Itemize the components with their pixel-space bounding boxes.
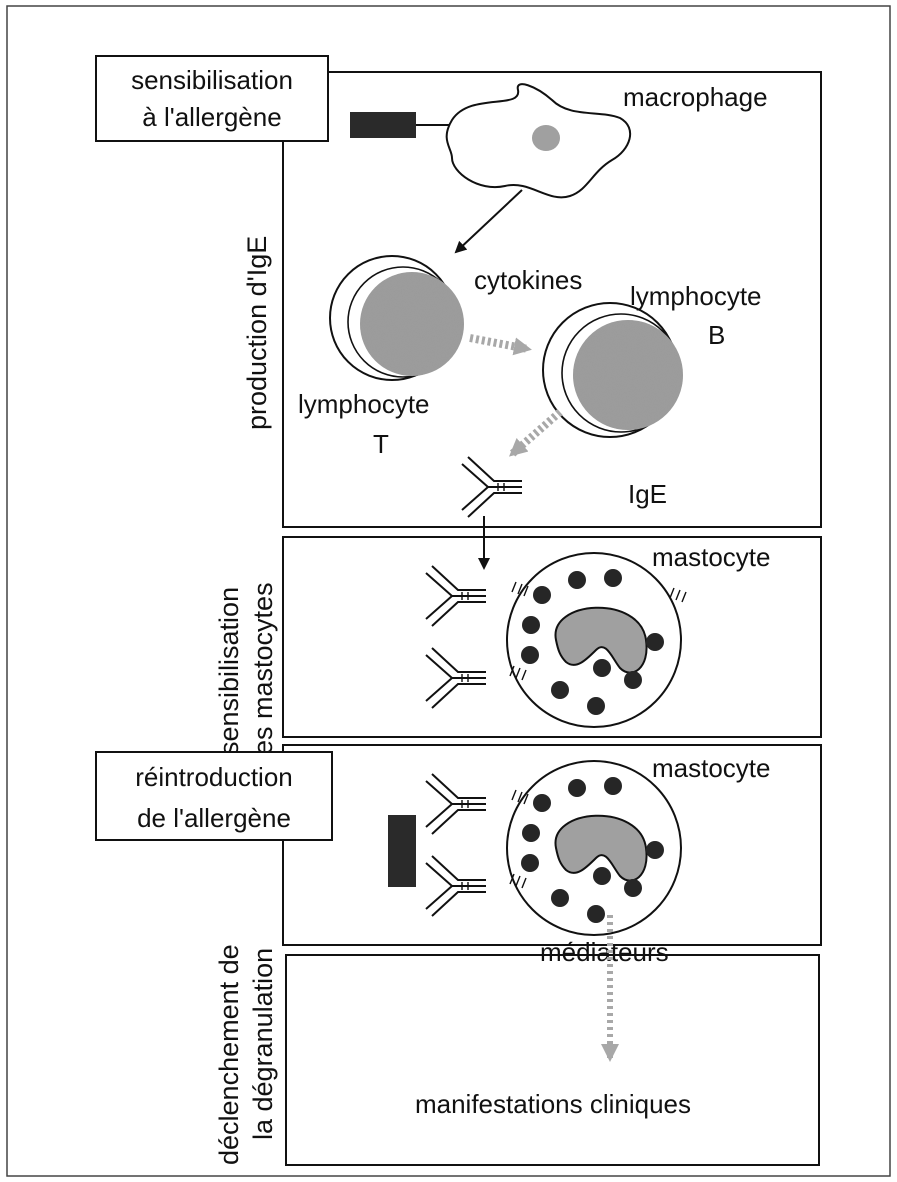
granule — [593, 659, 611, 677]
granule — [521, 646, 539, 664]
granule — [568, 779, 586, 797]
lymphocyte-t-label-1: lymphocyte — [298, 389, 430, 419]
lymphocyte-b-label-1: lymphocyte — [630, 281, 762, 311]
mastocyte-label-1: mastocyte — [652, 542, 771, 572]
t-lymphocyte-nucleus-texture — [360, 272, 464, 376]
granule — [587, 905, 605, 923]
mediators-label: médiateurs — [540, 937, 669, 967]
granule — [521, 854, 539, 872]
clinical-manifestations-label: manifestations cliniques — [415, 1089, 691, 1119]
granule — [604, 569, 622, 587]
lymphocyte-b-label-2: B — [708, 320, 725, 350]
ige-antibody — [462, 457, 522, 517]
macrophage-label: macrophage — [623, 82, 768, 112]
allergen-block-2 — [388, 815, 416, 887]
allergen-sensitization-line2: à l'allergène — [142, 102, 281, 132]
section-label-degranulation-2: la dégranulation — [248, 948, 278, 1140]
page-frame — [7, 6, 890, 1176]
cytokines-label: cytokines — [474, 265, 582, 295]
section-label-sensitization-2: des mastocytes — [248, 582, 278, 770]
bound-ige-2b — [426, 856, 486, 916]
granule — [522, 824, 540, 842]
granule — [551, 681, 569, 699]
granule — [646, 841, 664, 859]
macrophage-nucleus-texture — [532, 125, 560, 151]
section-label-production: production d'IgE — [242, 236, 272, 430]
section-label-degranulation-1: déclenchement de — [214, 944, 244, 1165]
allergen-reintroduction-line1: réintroduction — [135, 762, 293, 792]
section-label-sensitization-1: sensibilisation — [214, 587, 244, 755]
granule — [624, 671, 642, 689]
panel-clinical — [286, 955, 819, 1165]
cytokines-arrow — [470, 338, 528, 349]
lymphocyte-t-label-2: T — [373, 429, 389, 459]
ige-label: IgE — [628, 479, 667, 509]
granule — [533, 794, 551, 812]
bound-ige-1b — [426, 648, 486, 708]
granule — [646, 633, 664, 651]
granule — [604, 777, 622, 795]
granule — [587, 697, 605, 715]
bound-ige-2a — [426, 774, 486, 834]
fc-receptors-1c — [670, 588, 686, 602]
allergen-block — [350, 112, 416, 138]
granule — [593, 867, 611, 885]
bound-ige-1a — [426, 566, 486, 626]
mastocyte-label-2: mastocyte — [652, 753, 771, 783]
granule — [522, 616, 540, 634]
granule — [624, 879, 642, 897]
b-cell-to-ige-arrow — [512, 412, 560, 454]
allergen-sensitization-line1: sensibilisation — [131, 65, 293, 95]
granule — [533, 586, 551, 604]
b-lymphocyte-nucleus-texture — [573, 320, 683, 430]
granule — [568, 571, 586, 589]
macrophage-to-t-cell-arrow — [456, 190, 522, 252]
granule — [551, 889, 569, 907]
allergen-reintroduction-line2: de l'allergène — [137, 803, 291, 833]
